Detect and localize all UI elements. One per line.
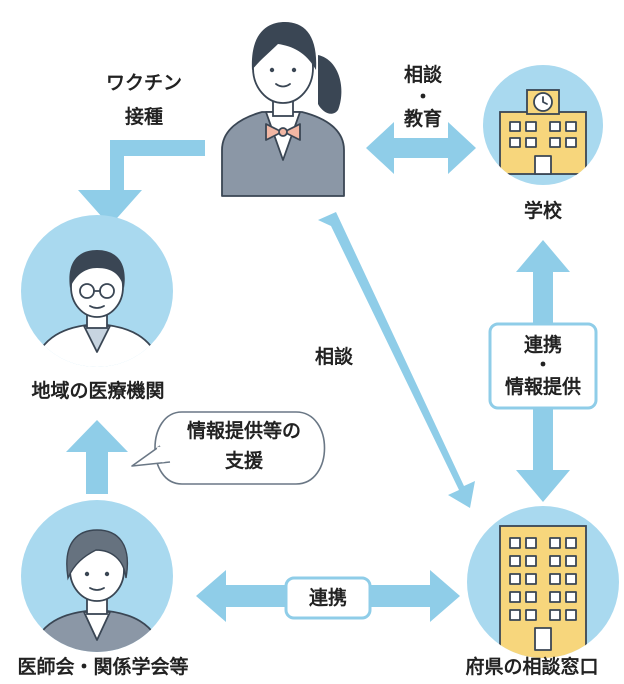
office-label: 府県の相談窓口 (465, 656, 599, 678)
callout-line1: 情報提供等の (186, 420, 301, 442)
support-callout-bubble (131, 411, 326, 485)
consult-edu-label-dot: ・ (413, 86, 433, 108)
coop-label: 連携 (308, 587, 347, 609)
consultation-office-icon (467, 506, 619, 658)
consult-education-double-arrow (366, 122, 476, 174)
medical-institution-icon (21, 215, 173, 367)
medical-association-icon (21, 500, 173, 652)
coop-box (284, 576, 372, 620)
vaccination-arrow (78, 140, 205, 226)
coop-info-label-line1: 連携 (523, 334, 562, 356)
vaccination-label-line1: ワクチン (105, 72, 182, 94)
doctors-label: 医師会・関係学会等 (17, 656, 189, 678)
school-label: 学校 (523, 200, 562, 222)
school-icon (483, 65, 603, 185)
callout-line2: 支援 (224, 450, 263, 472)
vaccination-label-line2: 接種 (124, 106, 163, 128)
student-figure (221, 22, 345, 197)
consult-edu-label-line1: 相談 (403, 64, 442, 86)
coop-info-label-line2: 情報提供 (504, 376, 581, 398)
consult-edu-label-line2: 教育 (403, 108, 442, 130)
support-up-arrow (66, 420, 128, 494)
coop-info-box (488, 322, 598, 410)
coop-info-label-dot: ・ (533, 354, 553, 376)
medical-label: 地域の医療機関 (31, 380, 165, 402)
consult-diagonal-arrow (318, 212, 475, 508)
consult-label: 相談 (314, 346, 353, 368)
